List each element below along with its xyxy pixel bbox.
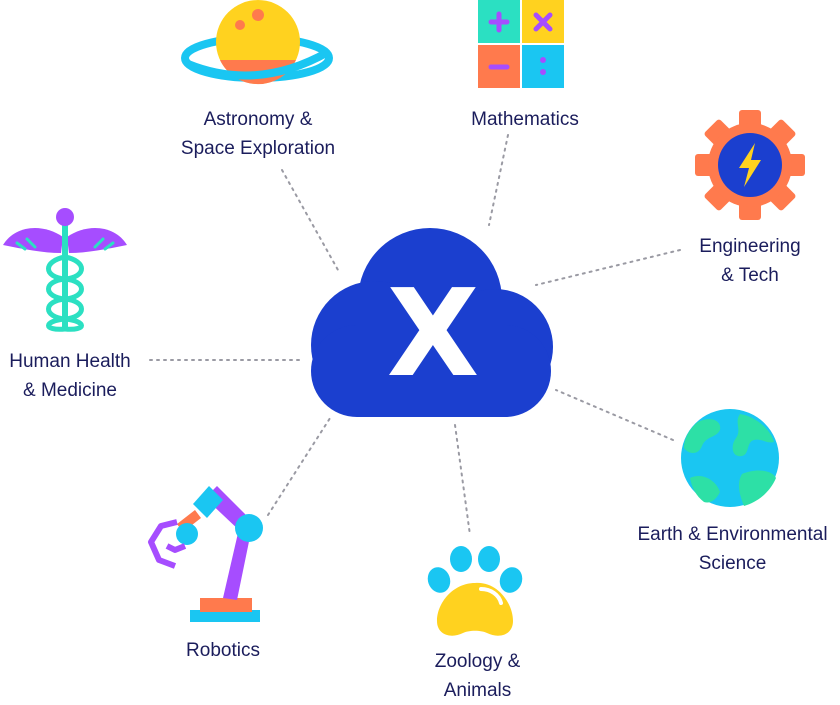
label-line: Earth & Environmental	[637, 524, 828, 545]
label-line: Space Exploration	[180, 138, 336, 159]
label-line: & Medicine	[23, 380, 117, 401]
paw-icon	[427, 546, 523, 636]
connector-astronomy	[281, 169, 339, 271]
robot-arm-icon	[148, 486, 263, 622]
planet-icon	[181, 0, 333, 85]
label-line: Science	[698, 553, 767, 574]
connector-engineering	[535, 249, 681, 286]
label-health: Human Health & Medicine	[0, 347, 145, 405]
label-line: Mathematics	[471, 109, 579, 130]
label-robotics: Robotics	[163, 636, 283, 665]
label-line: & Tech	[721, 265, 779, 286]
label-line: Astronomy &	[203, 109, 313, 130]
label-line: Animals	[443, 680, 512, 701]
globe-icon	[681, 409, 779, 507]
cloud-x-icon: X	[311, 228, 553, 417]
connector-mathematics	[488, 134, 509, 226]
label-engineering: Engineering & Tech	[670, 232, 830, 290]
label-line: Engineering	[699, 236, 801, 257]
label-line: Human Health	[9, 351, 131, 372]
calculator-icon	[478, 0, 564, 88]
cloud-x-symbol: X	[387, 265, 480, 404]
connector-robotics	[267, 414, 333, 516]
label-astronomy: Astronomy & Space Exploration	[158, 105, 358, 163]
label-zoology: Zoology & Animals	[400, 647, 555, 705]
gear-bolt-icon	[695, 110, 805, 220]
label-earth: Earth & Environmental Science	[620, 520, 840, 578]
label-line: Robotics	[186, 640, 260, 661]
connector-zoology	[454, 424, 471, 536]
connector-earth	[555, 389, 674, 441]
caduceus-icon	[3, 208, 127, 332]
label-mathematics: Mathematics	[440, 105, 610, 134]
label-line: Zoology &	[434, 651, 521, 672]
